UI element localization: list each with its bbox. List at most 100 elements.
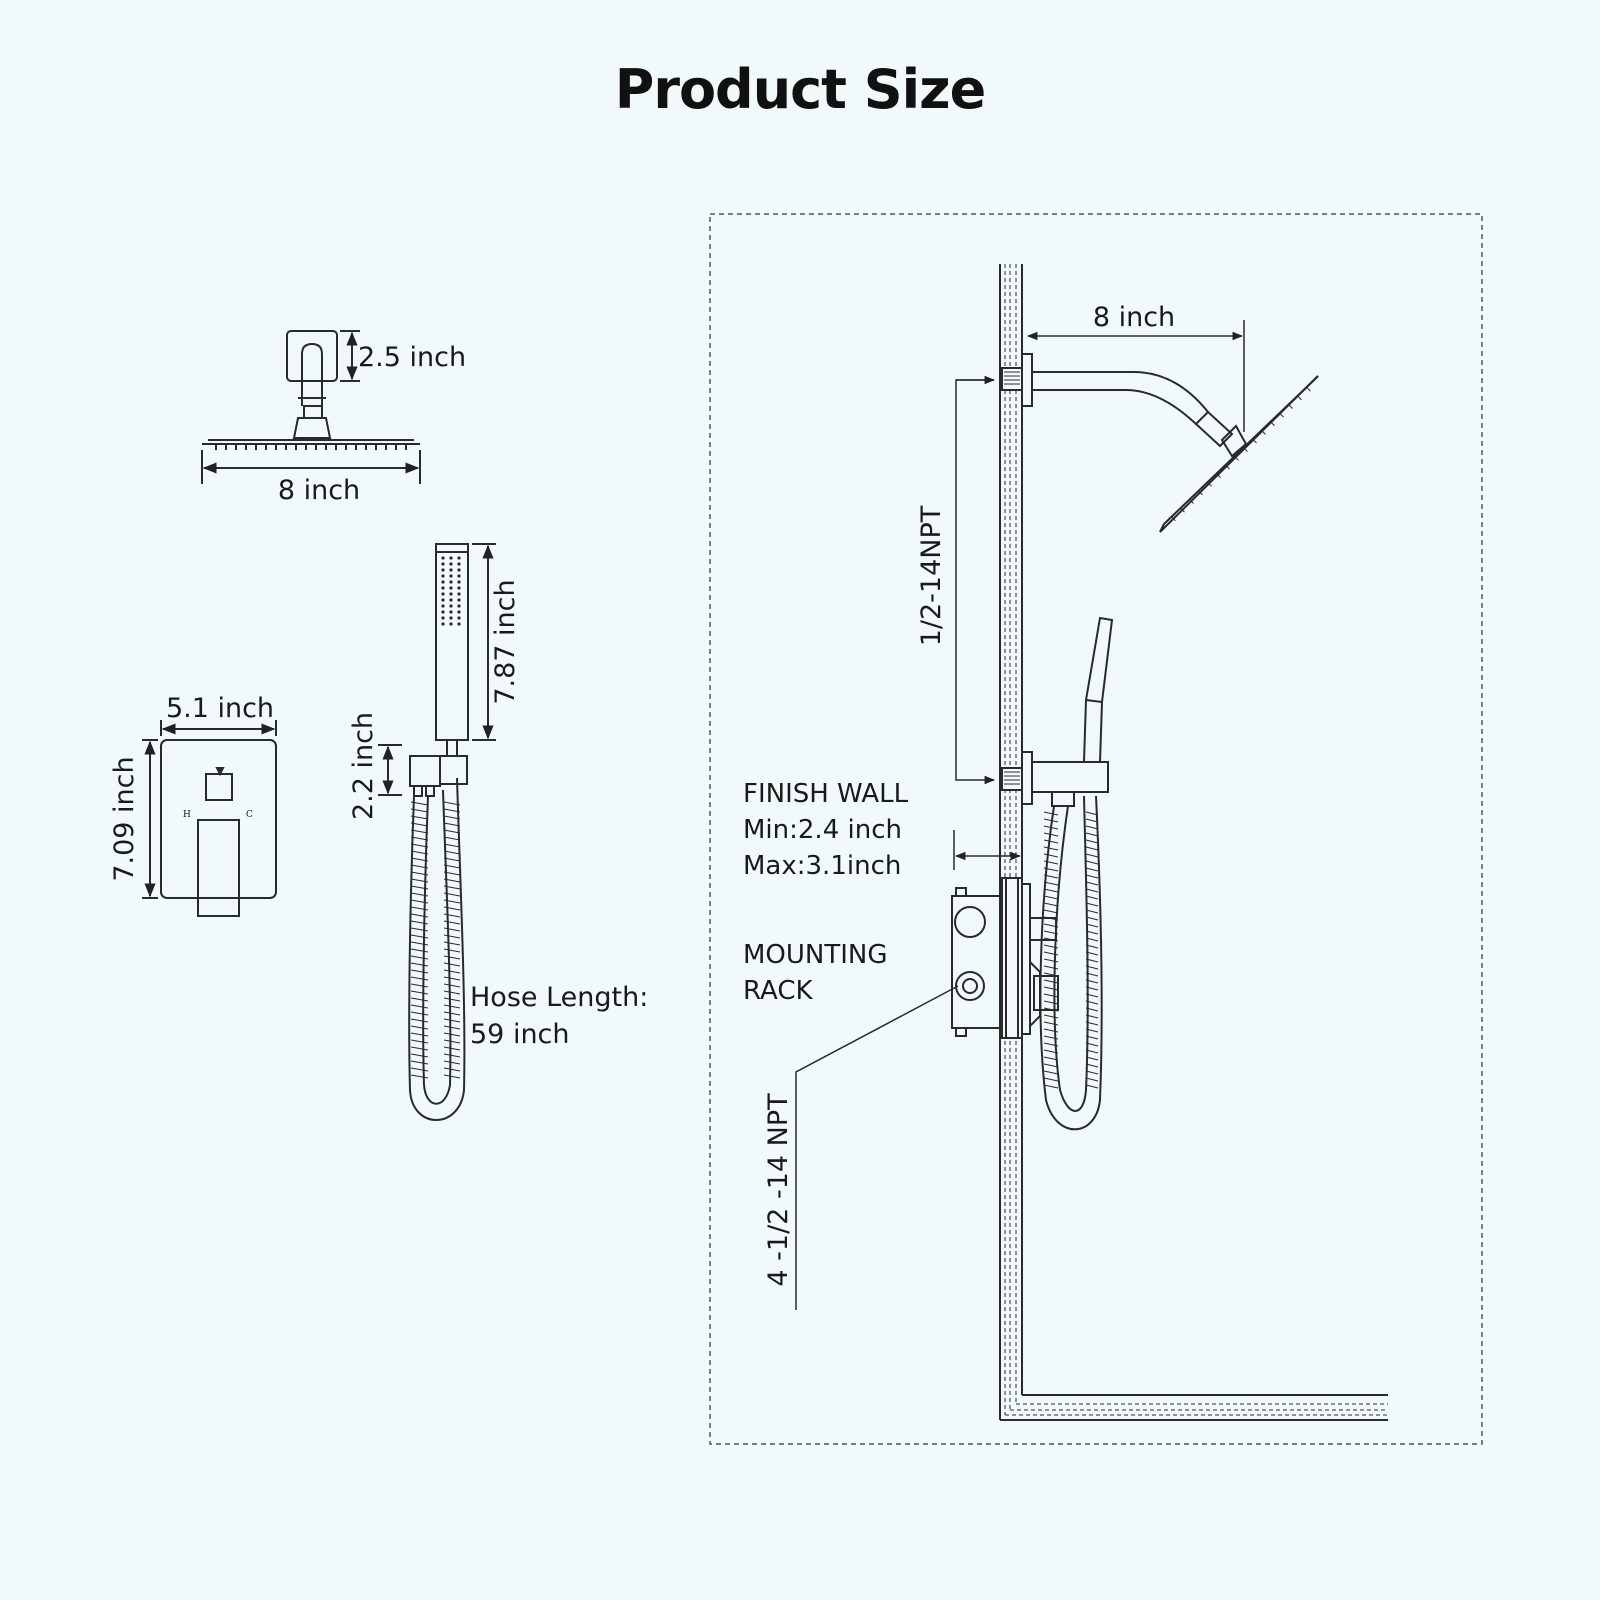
- hose-rib: [410, 801, 429, 806]
- hose-rib: [410, 1032, 429, 1037]
- nozzle-mark: [1306, 386, 1311, 392]
- hose-rib: [1043, 832, 1059, 837]
- shower-head-nozzles: [215, 444, 407, 450]
- spray-dot: [441, 604, 445, 608]
- hose-rib: [443, 1039, 461, 1044]
- spray-dot: [449, 586, 453, 590]
- hose-rib: [443, 1011, 461, 1016]
- spray-dot: [441, 610, 445, 614]
- spray-dot: [441, 586, 445, 590]
- spray-dot: [449, 580, 453, 584]
- hose-rib: [1085, 867, 1099, 872]
- install-head-width-label: 8 inch: [1093, 302, 1175, 333]
- hose-rib: [1043, 860, 1059, 865]
- hose-rib: [410, 850, 429, 855]
- hose-rib: [410, 969, 429, 974]
- hose-rib: [1085, 930, 1099, 935]
- hose-rib: [1043, 874, 1059, 879]
- handheld-spray-nozzles: [441, 556, 461, 626]
- hose-rib: [410, 913, 429, 918]
- hose-rib: [1085, 881, 1099, 886]
- spray-dot: [457, 562, 461, 566]
- hose-rib: [1043, 965, 1059, 970]
- hose-rib: [1043, 1014, 1059, 1019]
- hose-rib: [1043, 811, 1059, 816]
- mounting-rack-label-line1: MOUNTING: [743, 940, 888, 970]
- hose-rib: [1085, 888, 1099, 893]
- hose-rib: [410, 1046, 429, 1051]
- hose-rib: [443, 948, 461, 953]
- hose-rib: [1085, 923, 1099, 928]
- hose-rib: [1085, 818, 1099, 823]
- hose-rib: [443, 808, 461, 813]
- hose-rib: [443, 1053, 461, 1058]
- hose-rib: [1085, 986, 1099, 991]
- nozzle-mark: [1216, 473, 1221, 478]
- hose-rib: [443, 850, 461, 855]
- spray-dot: [457, 568, 461, 572]
- handheld-length-label: 7.87 inch: [490, 579, 521, 704]
- hose-rib: [1085, 916, 1099, 921]
- hose-rib: [1085, 902, 1099, 907]
- hose-rib: [443, 990, 461, 995]
- hose-rib: [410, 1067, 429, 1072]
- nozzle-mark: [1171, 516, 1176, 522]
- hose-rib: [443, 878, 461, 883]
- hose-rib: [1043, 993, 1059, 998]
- hose-rib: [1085, 1042, 1099, 1047]
- hose-rib: [443, 934, 461, 939]
- nozzle-mark: [1279, 412, 1284, 418]
- spray-dot: [457, 586, 461, 590]
- hose-rib: [443, 1046, 461, 1051]
- hose-rib: [410, 983, 429, 988]
- hose-rib: [1085, 972, 1099, 977]
- hose-rib: [1043, 895, 1059, 900]
- spray-dot: [449, 556, 453, 560]
- hose-rib: [1085, 853, 1099, 858]
- hose-rib: [443, 801, 461, 806]
- hose-rib: [410, 1004, 429, 1009]
- hose-rib: [1043, 1070, 1059, 1075]
- hose-rib: [410, 1074, 429, 1079]
- handheld-shower-view: [378, 543, 496, 1121]
- hose-rib: [443, 1074, 461, 1079]
- hose-rib: [1085, 1077, 1099, 1082]
- spray-dot: [457, 616, 461, 620]
- spray-dot: [457, 592, 461, 596]
- hose-rib: [443, 983, 461, 988]
- hose-rib: [410, 836, 429, 841]
- hose-length-label-line2: 59 inch: [470, 1019, 570, 1050]
- hose-rib: [1043, 1021, 1059, 1026]
- hose-rib: [443, 815, 461, 820]
- spray-dot: [449, 616, 453, 620]
- hose-rib: [410, 976, 429, 981]
- hose-rib: [410, 955, 429, 960]
- installed-hose-ribbing: [1043, 811, 1099, 1089]
- nozzle-mark: [1180, 507, 1185, 513]
- hose-rib: [1085, 874, 1099, 879]
- hose-rib: [443, 1004, 461, 1009]
- hose-rib: [1043, 825, 1059, 830]
- installation-frame: [709, 213, 1483, 1445]
- hose-rib: [1085, 846, 1099, 851]
- hose-rib: [410, 920, 429, 925]
- nozzle-mark: [1189, 499, 1194, 504]
- hose-rib: [1043, 1063, 1059, 1068]
- spray-dot: [441, 574, 445, 578]
- hose-ribbing: [410, 801, 461, 1079]
- hose-rib: [410, 997, 429, 1002]
- spray-dot: [441, 562, 445, 566]
- hose-rib: [410, 899, 429, 904]
- hose-rib: [1043, 839, 1059, 844]
- hose-rib: [410, 1025, 429, 1030]
- hose-rib: [410, 822, 429, 827]
- wall-section: [999, 264, 1388, 1421]
- hose-rib: [1085, 1084, 1099, 1089]
- hose-rib: [410, 948, 429, 953]
- hose-rib: [1085, 1014, 1099, 1019]
- hose-rib: [410, 1039, 429, 1044]
- hose-rib: [1085, 979, 1099, 984]
- hot-marker: H: [183, 810, 191, 820]
- hose-rib: [410, 885, 429, 890]
- hose-rib: [410, 808, 429, 813]
